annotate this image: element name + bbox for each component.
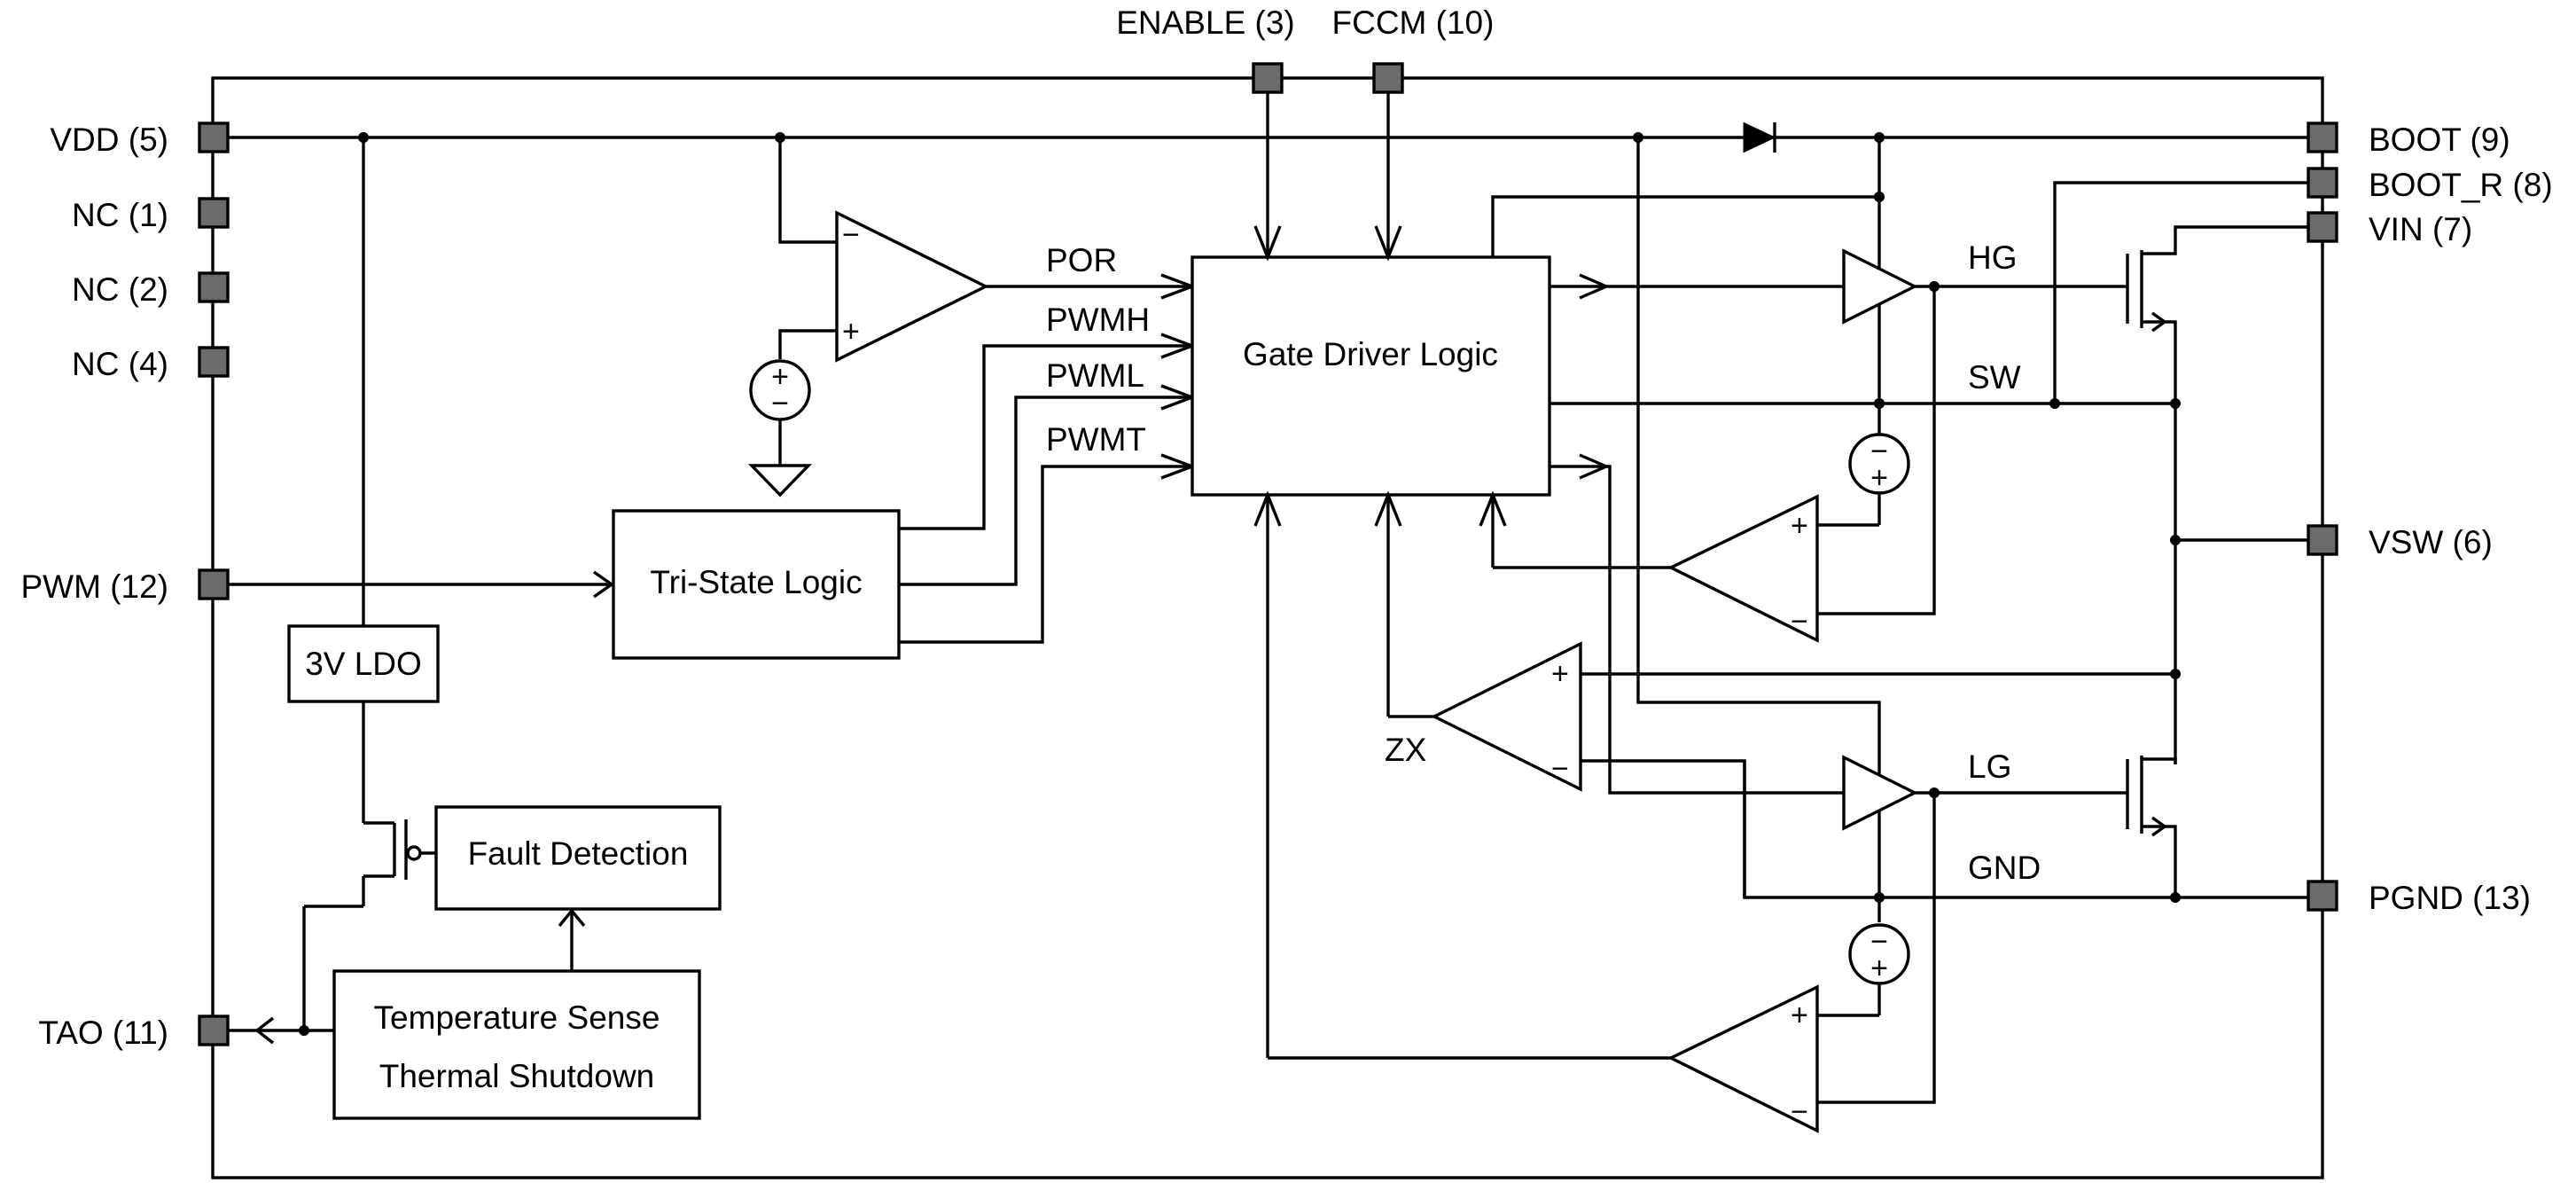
hs-ref-plus: + — [1870, 461, 1888, 495]
signal-pwml: PWML — [1046, 357, 1144, 394]
fault-detection-block — [434, 805, 722, 911]
label-tao: TAO (11) — [38, 1015, 168, 1051]
pin-boot-r — [2307, 167, 2338, 199]
pin-boot — [2307, 121, 2338, 153]
signal-pwmh: PWMH — [1046, 302, 1150, 338]
label-nc2: NC (2) — [72, 271, 168, 308]
control-inputs — [1253, 92, 1402, 262]
signal-zx: ZX — [1385, 732, 1426, 768]
zx-minus: − — [1551, 752, 1569, 786]
fault-label: Fault Detection — [468, 835, 689, 872]
temp-label-2: Thermal Shutdown — [379, 1058, 655, 1094]
label-nc4: NC (4) — [72, 346, 168, 382]
ls-comp-minus: − — [1791, 1095, 1808, 1129]
signal-gnd: GND — [1968, 850, 2041, 886]
tri-state-label: Tri-State Logic — [650, 564, 862, 600]
boot-diode-icon — [1743, 121, 1776, 153]
hs-comp-plus: + — [1791, 509, 1808, 543]
signal-sw: SW — [1968, 359, 2021, 396]
label-vin: VIN (7) — [2369, 211, 2472, 247]
signal-lg: LG — [1968, 748, 2011, 785]
zx-plus: + — [1551, 657, 1569, 691]
pwm-section: Tri-State Logic — [228, 333, 1197, 660]
gate-driver-block — [1190, 255, 1551, 497]
low-side: − + + − — [1268, 137, 2308, 1133]
gate-driver-label: Gate Driver Logic — [1243, 336, 1498, 372]
pin-tao — [198, 1015, 230, 1046]
signal-por: POR — [1046, 242, 1117, 278]
label-pgnd: PGND (13) — [2369, 880, 2531, 916]
hs-comp-minus: − — [1791, 605, 1808, 639]
signal-hg: HG — [1968, 239, 2018, 276]
pin-vsw — [2307, 524, 2338, 556]
temp-label-1: Temperature Sense — [374, 999, 660, 1036]
signal-pwmt: PWMT — [1046, 421, 1146, 458]
vdd-rail — [228, 121, 2308, 153]
zx-section: + − ZX — [1385, 641, 2175, 897]
label-boot: BOOT (9) — [2369, 121, 2510, 158]
pin-pwm — [198, 568, 230, 600]
temp-sense-block — [332, 969, 701, 1120]
ls-comp-plus: + — [1791, 999, 1808, 1032]
pin-pgnd — [2307, 880, 2338, 912]
pin-nc1 — [198, 197, 230, 229]
ls-comparator — [1667, 984, 1819, 1133]
por-comparator — [835, 210, 989, 363]
switch-node — [2170, 403, 2308, 764]
high-side: − + + − — [1491, 137, 2308, 643]
label-enable: ENABLE (3) — [1116, 4, 1295, 41]
zx-comparator — [1431, 641, 1582, 792]
pin-nc2 — [198, 271, 230, 303]
por-minus: − — [842, 218, 860, 252]
label-boot-r: BOOT_R (8) — [2369, 167, 2553, 203]
pin-fccm — [1372, 62, 1404, 94]
pin-vin — [2307, 211, 2338, 243]
label-nc1: NC (1) — [72, 197, 168, 233]
por-ref-plus: + — [771, 360, 789, 394]
label-pwm: PWM (12) — [21, 568, 169, 605]
ls-ref-minus: − — [1870, 925, 1888, 959]
hs-ref-minus: − — [1870, 435, 1888, 468]
ldo-section: 3V LDO Fault Detection Temperature Sense… — [228, 137, 722, 1120]
label-vdd: VDD (5) — [50, 121, 168, 158]
por-ref-minus: − — [771, 387, 789, 420]
label-fccm: FCCM (10) — [1332, 4, 1495, 41]
por-plus: + — [842, 315, 860, 349]
pins — [198, 62, 2338, 1046]
label-vsw: VSW (6) — [2369, 524, 2493, 560]
gate-driver-feedback — [1253, 490, 1507, 1058]
ls-ref-plus: + — [1870, 952, 1888, 985]
pin-enable — [1252, 62, 1284, 94]
tri-state-block — [612, 509, 901, 660]
ground-icon — [747, 464, 813, 497]
pin-nc4 — [198, 346, 230, 378]
ldo-label: 3V LDO — [305, 646, 422, 682]
hs-comparator — [1667, 494, 1819, 643]
pin-vdd — [198, 121, 230, 153]
